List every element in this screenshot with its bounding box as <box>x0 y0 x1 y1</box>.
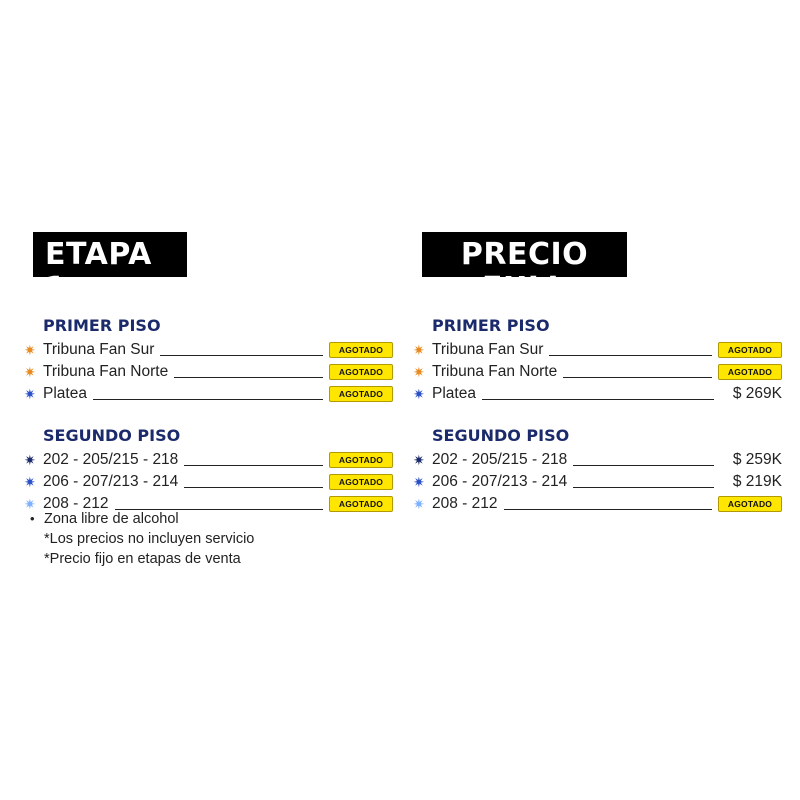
row-label: 208 - 212 <box>43 495 109 512</box>
list-item: ✷ Tribuna Fan Norte AGOTADO <box>412 360 782 382</box>
agotado-badge: AGOTADO <box>329 364 393 380</box>
row-label: Tribuna Fan Norte <box>432 363 558 380</box>
agotado-badge: AGOTADO <box>718 342 782 358</box>
row-label: Tribuna Fan Sur <box>43 341 155 358</box>
leader-line <box>160 355 323 356</box>
star-icon: ✷ <box>24 496 36 512</box>
row-label: 206 - 207/213 - 214 <box>432 473 568 490</box>
leader-line <box>573 465 714 466</box>
leader-line <box>573 487 714 488</box>
agotado-badge: AGOTADO <box>329 386 393 402</box>
list-item: ✷ 202 - 205/215 - 218 $ 259K <box>412 448 782 470</box>
star-icon: ✷ <box>413 452 425 468</box>
agotado-badge: AGOTADO <box>718 364 782 380</box>
primer-piso-title: PRIMER PISO <box>43 316 161 335</box>
leader-line <box>503 509 712 510</box>
leader-line <box>549 355 712 356</box>
row-label: 202 - 205/215 - 218 <box>43 451 179 468</box>
star-icon: ✷ <box>413 386 425 402</box>
primer-piso-title: PRIMER PISO <box>432 316 550 335</box>
note-precio-fijo: *Precio fijo en etapas de venta <box>44 551 241 567</box>
leader-line <box>114 509 323 510</box>
list-item: ✷ Platea $ 269K <box>412 382 782 404</box>
row-label: 206 - 207/213 - 214 <box>43 473 179 490</box>
star-icon: ✷ <box>24 474 36 490</box>
leader-line <box>563 377 712 378</box>
segundo-piso-title: SEGUNDO PISO <box>432 426 570 445</box>
row-label: 208 - 212 <box>432 495 498 512</box>
star-icon: ✷ <box>24 386 36 402</box>
star-icon: ✷ <box>413 364 425 380</box>
leader-line <box>174 377 323 378</box>
leader-line <box>92 399 323 400</box>
row-label: Platea <box>43 385 87 402</box>
star-icon: ✷ <box>24 342 36 358</box>
list-item: ✷ 208 - 212 AGOTADO <box>23 492 393 514</box>
leader-line <box>184 487 323 488</box>
leader-line <box>481 399 714 400</box>
precio-full-column: PRECIO FULL PRIMER PISO ✷ Tribuna Fan Su… <box>412 232 782 514</box>
agotado-badge: AGOTADO <box>329 342 393 358</box>
price-value: $ 269K <box>732 385 782 402</box>
bullet-icon: • <box>30 511 35 526</box>
segundo-piso-list: ✷ 202 - 205/215 - 218 AGOTADO ✷ 206 - 20… <box>23 448 393 514</box>
notes: •Zona libre de alcohol *Los precios no i… <box>30 509 254 569</box>
star-icon: ✷ <box>413 342 425 358</box>
star-icon: ✷ <box>413 496 425 512</box>
row-label: Tribuna Fan Norte <box>43 363 169 380</box>
list-item: ✷ 208 - 212 AGOTADO <box>412 492 782 514</box>
agotado-badge: AGOTADO <box>329 496 393 512</box>
note-servicio: *Los precios no incluyen servicio <box>44 531 255 547</box>
note-alcohol: •Zona libre de alcohol <box>30 511 179 527</box>
precio-full-title: PRECIO FULL <box>422 232 627 306</box>
list-item: ✷ 206 - 207/213 - 214 AGOTADO <box>23 470 393 492</box>
primer-piso-list: ✷ Tribuna Fan Sur AGOTADO ✷ Tribuna Fan … <box>23 338 393 404</box>
list-item: ✷ 206 - 207/213 - 214 $ 219K <box>412 470 782 492</box>
star-icon: ✷ <box>413 474 425 490</box>
row-label: Platea <box>432 385 476 402</box>
segundo-piso-title: SEGUNDO PISO <box>43 426 181 445</box>
agotado-badge: AGOTADO <box>329 474 393 490</box>
etapa-1-title: ETAPA 1 <box>33 232 187 306</box>
row-label: 202 - 205/215 - 218 <box>432 451 568 468</box>
agotado-badge: AGOTADO <box>718 496 782 512</box>
segundo-piso-list: ✷ 202 - 205/215 - 218 $ 259K ✷ 206 - 207… <box>412 448 782 514</box>
list-item: ✷ Tribuna Fan Norte AGOTADO <box>23 360 393 382</box>
agotado-badge: AGOTADO <box>329 452 393 468</box>
primer-piso-list: ✷ Tribuna Fan Sur AGOTADO ✷ Tribuna Fan … <box>412 338 782 404</box>
star-icon: ✷ <box>24 364 36 380</box>
price-value: $ 259K <box>732 451 782 468</box>
row-label: Tribuna Fan Sur <box>432 341 544 358</box>
price-value: $ 219K <box>732 473 782 490</box>
list-item: ✷ Tribuna Fan Sur AGOTADO <box>412 338 782 360</box>
list-item: ✷ 202 - 205/215 - 218 AGOTADO <box>23 448 393 470</box>
etapa-1-column: ETAPA 1 PRIMER PISO ✷ Tribuna Fan Sur AG… <box>23 232 393 514</box>
leader-line <box>184 465 323 466</box>
list-item: ✷ Platea AGOTADO <box>23 382 393 404</box>
list-item: ✷ Tribuna Fan Sur AGOTADO <box>23 338 393 360</box>
star-icon: ✷ <box>24 452 36 468</box>
